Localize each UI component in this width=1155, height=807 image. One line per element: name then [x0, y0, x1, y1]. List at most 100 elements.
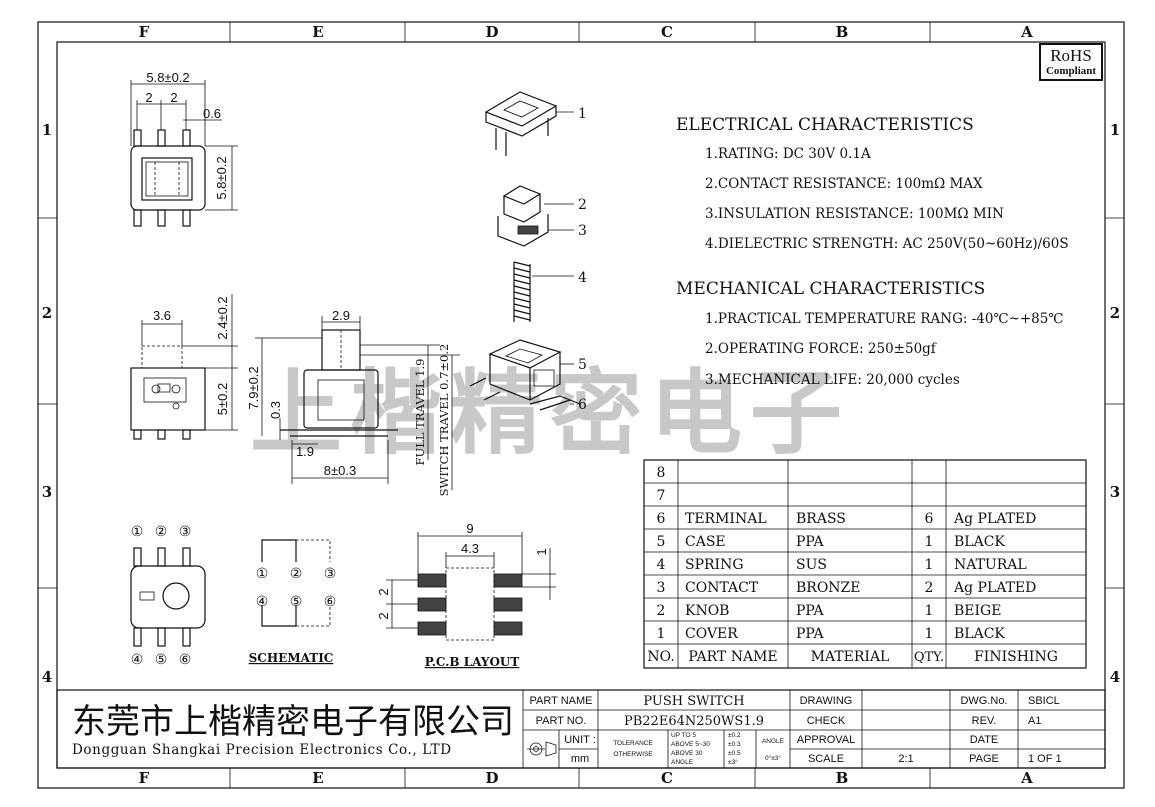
schematic-pin-3: ③	[324, 566, 337, 582]
electrical-characteristics: ELECTRICAL CHARACTERISTICS 1.RATING: DC …	[676, 115, 1069, 252]
unit-label: UNIT :	[564, 734, 596, 746]
bom-material: BRASS	[796, 511, 846, 527]
row-label: 1	[42, 121, 52, 139]
schematic-pin-5: ⑤	[290, 594, 303, 610]
dim-pitch-b: 2	[170, 90, 177, 105]
page-value: 1 OF 1	[1028, 753, 1062, 765]
row-label: 1	[1110, 121, 1120, 139]
bom-material: BRONZE	[796, 580, 861, 596]
bom-no: 2	[657, 603, 666, 619]
electrical-item: 1.RATING: DC 30V 0.1A	[705, 146, 871, 162]
check-label: CHECK	[807, 715, 846, 727]
bom-finish: BEIGE	[954, 603, 1001, 619]
bom-name: COVER	[685, 626, 738, 642]
approval-label: APPROVAL	[797, 734, 856, 746]
electrical-item: 2.CONTACT RESISTANCE: 100mΩ MAX	[705, 176, 983, 192]
part-no-label: PART NO.	[536, 715, 587, 727]
grid-columns	[38, 22, 1124, 788]
dim-side-width: 3.6	[153, 308, 171, 323]
pin-label-4: ④	[131, 652, 144, 668]
top-view: 5.8±0.2 2 2 0.6 5.8±0.2	[130, 70, 238, 227]
callout-2: 2	[578, 197, 587, 213]
bom-no: 3	[657, 580, 666, 596]
date-label: DATE	[970, 734, 999, 746]
dwg-value: SBICL	[1028, 695, 1060, 707]
pin-label-5: ⑤	[155, 652, 168, 668]
scale-value: 2:1	[898, 753, 913, 765]
dim-pcb-width: 9	[466, 521, 473, 536]
schematic-pin-2: ②	[290, 566, 303, 582]
electrical-title: ELECTRICAL CHARACTERISTICS	[676, 115, 974, 135]
mechanical-title: MECHANICAL CHARACTERISTICS	[676, 279, 985, 299]
pin-label-3: ③	[179, 524, 192, 540]
dim-pcb-inner: 4.3	[461, 541, 479, 556]
row-label: 2	[1110, 304, 1120, 322]
pin-label-1: ①	[131, 524, 144, 540]
col-label: D	[485, 769, 498, 787]
dim-top-width: 5.8±0.2	[146, 70, 189, 85]
bom-qty: 1	[925, 626, 934, 642]
bottom-view: ① ② ③ ④ ⑤ ⑥	[130, 524, 206, 668]
company-name-cn: 东莞市上楷精密电子有限公司	[72, 702, 514, 742]
tol-value: ±3°	[728, 758, 738, 766]
exploded-view: 1 2 3 4 5 6	[469, 91, 587, 413]
bom-qty: 1	[925, 603, 934, 619]
mechanical-item: 2.OPERATING FORCE: 250±50gf	[705, 341, 937, 357]
col-label: F	[139, 769, 150, 787]
tol-value: ±0.2	[728, 732, 741, 739]
projection-symbol-icon	[527, 741, 557, 757]
row-label: 4	[1110, 668, 1120, 686]
bom-table: 8 7 6 TERMINAL BRASS 6 Ag PLATED 5 CASE …	[643, 459, 1087, 669]
row-label: 4	[42, 668, 52, 686]
mechanical-characteristics: MECHANICAL CHARACTERISTICS 1.PRACTICAL T…	[676, 279, 1063, 388]
pin-label-2: ②	[155, 524, 168, 540]
rohs-subtitle: Compliant	[1045, 65, 1097, 77]
callout-1: 1	[578, 106, 587, 122]
bom-empty-no: 8	[657, 465, 666, 481]
bom-qty: 1	[925, 534, 934, 550]
unit-value: mm	[571, 753, 589, 765]
bom-material: PPA	[796, 626, 825, 642]
bom-material: PPA	[796, 603, 825, 619]
part-name-value: PUSH SWITCH	[643, 694, 744, 709]
bom-finish: Ag PLATED	[953, 580, 1036, 596]
bom-no: 1	[657, 626, 666, 642]
bom-material: PPA	[796, 534, 825, 550]
rohs-badge: RoHS Compliant	[1039, 43, 1103, 81]
bom-finish: Ag PLATED	[953, 511, 1036, 527]
schematic-pin-4: ④	[256, 594, 269, 610]
bom-material: SUS	[796, 557, 827, 573]
col-label: C	[661, 769, 673, 787]
bom-header-name: PART NAME	[688, 649, 777, 665]
front-view: 2.9 7.9±0.2 0.3 1.9 8±0.3 FULL TRAVEL 1.…	[246, 308, 460, 496]
row-label: 3	[1110, 483, 1120, 501]
bom-header-material: MATERIAL	[811, 649, 890, 665]
rev-label: REV.	[972, 715, 997, 727]
bom-finish: BLACK	[954, 626, 1005, 642]
dim-total-height: 7.9±0.2	[246, 366, 261, 409]
dim-pin-width: 0.6	[203, 106, 221, 121]
dim-pin-offset: 1.9	[296, 444, 314, 459]
pcb-label: P.C.B LAYOUT	[425, 655, 520, 669]
electrical-item: 3.INSULATION RESISTANCE: 100MΩ MIN	[705, 206, 1004, 222]
bom-qty: 1	[925, 557, 934, 573]
dwg-label: DWG.No.	[960, 695, 1007, 707]
bom-name: KNOB	[685, 603, 729, 619]
dim-pitch-a: 2	[145, 90, 152, 105]
bom-no: 4	[657, 557, 666, 573]
scale-label: SCALE	[808, 753, 844, 765]
callout-3: 3	[578, 223, 587, 239]
dim-top-height: 5.8±0.2	[214, 156, 229, 199]
rev-value: A1	[1028, 715, 1041, 727]
col-label: E	[312, 769, 323, 787]
drawing-label: DRAWING	[800, 695, 853, 707]
title-block: 东莞市上楷精密电子有限公司 Dongguan Shangkai Precisio…	[56, 689, 1106, 769]
part-no-value: PB22E64N250WS1.9	[624, 714, 764, 729]
electrical-item: 4.DIELECTRIC STRENGTH: AC 250V(50~60Hz)/…	[705, 236, 1069, 252]
col-label: B	[836, 23, 849, 41]
dim-pin-thickness: 0.3	[268, 401, 283, 419]
dim-front-knob: 2.9	[332, 308, 350, 323]
col-label: C	[661, 23, 673, 41]
callout-5: 5	[578, 357, 587, 373]
pin-label-6: ⑥	[179, 652, 192, 668]
